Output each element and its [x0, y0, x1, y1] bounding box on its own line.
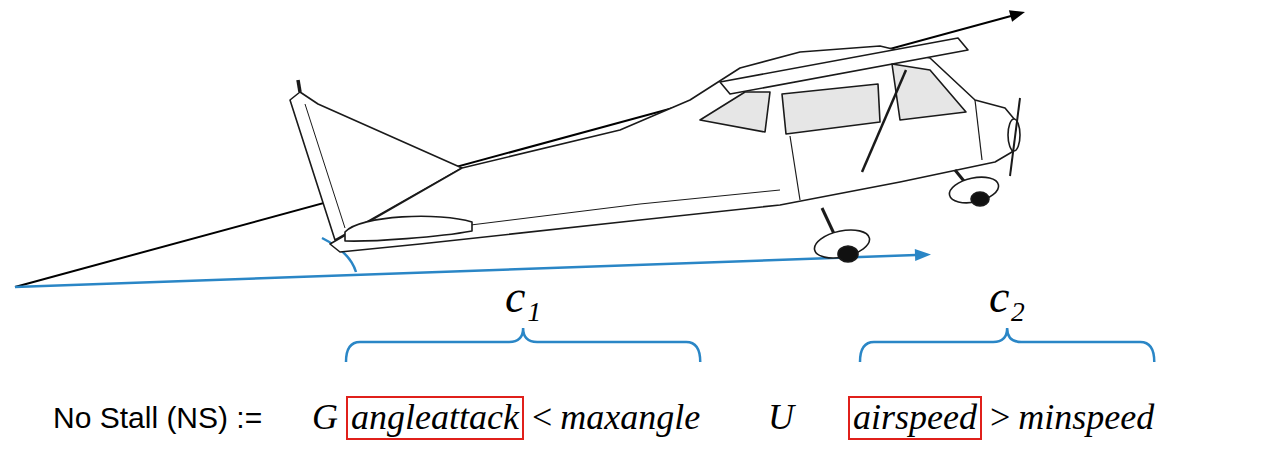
- wheel-fairing: [812, 225, 872, 262]
- curly-brace: [860, 328, 1154, 362]
- airflow-line: [15, 255, 916, 287]
- cowling-line: [975, 100, 982, 160]
- rear-window: [700, 92, 770, 132]
- signal-name: airspeed: [853, 398, 977, 438]
- flight-path-arrowhead: [1009, 10, 1025, 22]
- signal-box: angleattack: [346, 396, 524, 440]
- wheel: [838, 246, 858, 262]
- comparison-operator: <: [532, 397, 552, 438]
- constraint-label: c₂: [989, 271, 1025, 324]
- airflow-arrowhead: [915, 249, 931, 261]
- door-line: [790, 136, 800, 200]
- temporal-operator: U: [768, 397, 794, 438]
- comparison-operator: >: [990, 397, 1010, 438]
- curly-brace: [346, 328, 700, 362]
- wing-strut: [862, 70, 906, 172]
- rudder-line: [305, 104, 345, 228]
- windshield: [892, 64, 966, 120]
- propeller: [1010, 98, 1020, 176]
- fuselage: [330, 46, 1015, 252]
- stabilizer: [345, 216, 472, 241]
- constraint-label: c₁: [505, 271, 541, 324]
- antenna: [298, 80, 300, 92]
- threshold-variable: minspeed: [1018, 397, 1154, 438]
- side-window: [782, 84, 880, 134]
- temporal-operator: G: [312, 397, 338, 438]
- signal-name: angleattack: [351, 398, 519, 438]
- airplane: [290, 38, 1020, 263]
- signal-box: airspeed: [848, 396, 982, 440]
- wheel-fairing: [947, 173, 1001, 207]
- formula-name: No Stall (NS) :=: [53, 401, 262, 436]
- wheel: [971, 192, 989, 206]
- threshold-variable: maxangle: [560, 397, 700, 438]
